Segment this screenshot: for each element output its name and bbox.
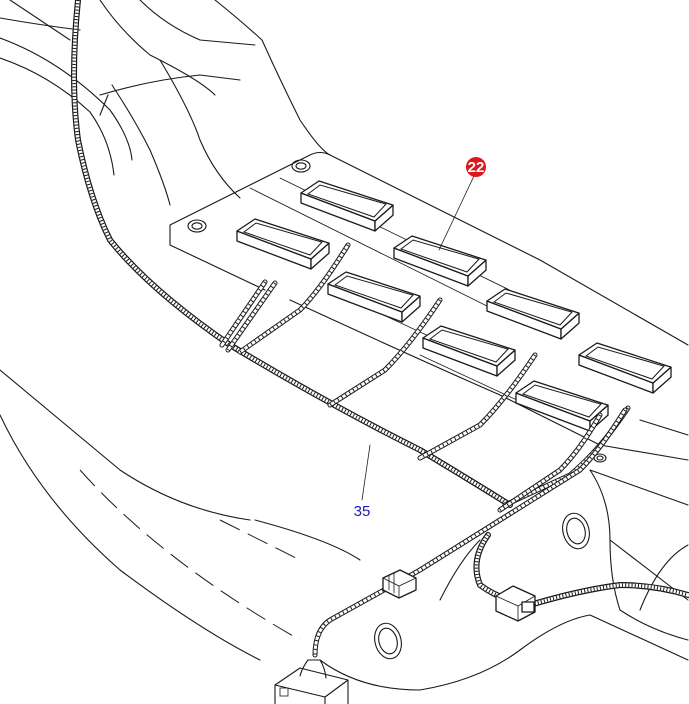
indicator-lamp bbox=[300, 180, 394, 232]
callout-22-label: 22 bbox=[468, 159, 485, 176]
indicator-lamp bbox=[393, 235, 487, 287]
callout-22-badge bbox=[466, 157, 486, 177]
indicator-lamp bbox=[578, 342, 672, 394]
indicator-lamps bbox=[236, 180, 672, 432]
harness-branch-lead bbox=[226, 282, 277, 351]
indicator-lamp bbox=[236, 218, 330, 270]
harness-branch-lead bbox=[220, 281, 267, 346]
callout-22[interactable]: 22 bbox=[438, 157, 486, 251]
callout-35[interactable]: 35 bbox=[354, 444, 371, 520]
harness-branch-lead bbox=[328, 298, 442, 407]
harness-branch-lead bbox=[418, 353, 537, 460]
callout-35-label: 35 bbox=[354, 503, 371, 520]
harness-branch-lead bbox=[417, 352, 538, 461]
harness-branch-lead bbox=[239, 244, 350, 354]
indicator-lamp bbox=[486, 288, 580, 340]
harness-connector bbox=[382, 569, 417, 599]
conduit-connector bbox=[495, 585, 536, 622]
harness-branch-lead bbox=[220, 280, 267, 347]
indicator-lamp bbox=[327, 271, 421, 323]
harness-branch-lead bbox=[419, 354, 537, 460]
feed-harness bbox=[312, 407, 628, 658]
indicator-lamp bbox=[422, 325, 516, 377]
